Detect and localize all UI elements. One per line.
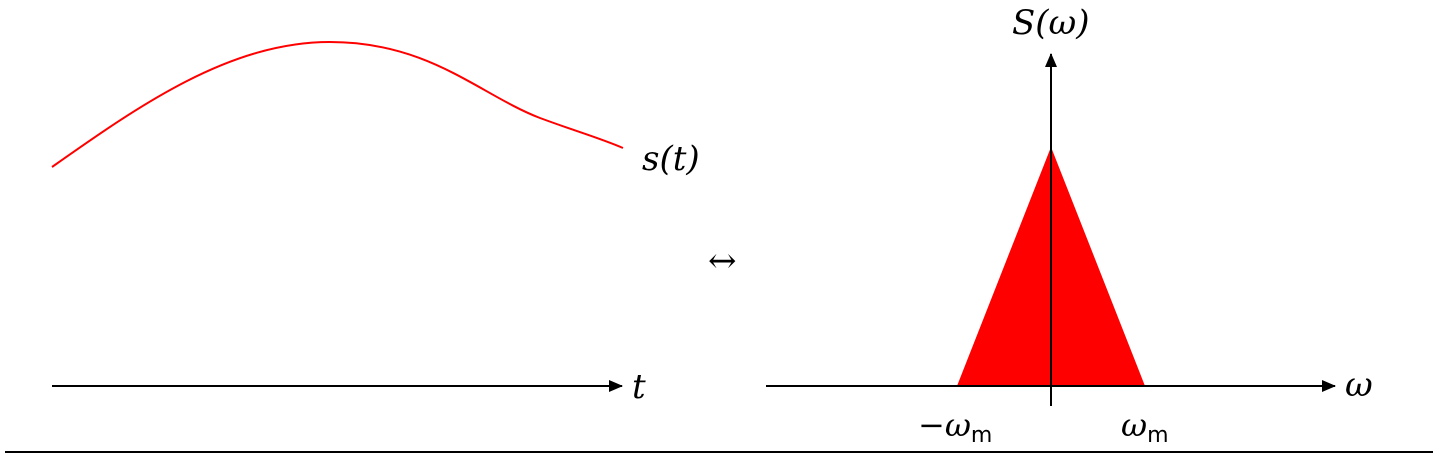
left-limit-subscript: m	[971, 423, 992, 448]
spectrum-label: S(ω)	[1012, 3, 1090, 43]
left-limit-label: −ωm	[918, 406, 992, 448]
transform-symbol: ↔	[708, 241, 737, 281]
right-limit-prefix: ω	[1121, 406, 1147, 444]
frequency-axis-label: ω	[1345, 365, 1373, 405]
signal-label: s(t)	[642, 139, 700, 179]
right-limit-label: ωm	[1121, 406, 1169, 448]
signal-curve	[51, 40, 624, 168]
right-limit-subscript: m	[1147, 423, 1168, 448]
time-axis-label: t	[632, 367, 646, 407]
left-limit-prefix: −ω	[918, 406, 971, 444]
